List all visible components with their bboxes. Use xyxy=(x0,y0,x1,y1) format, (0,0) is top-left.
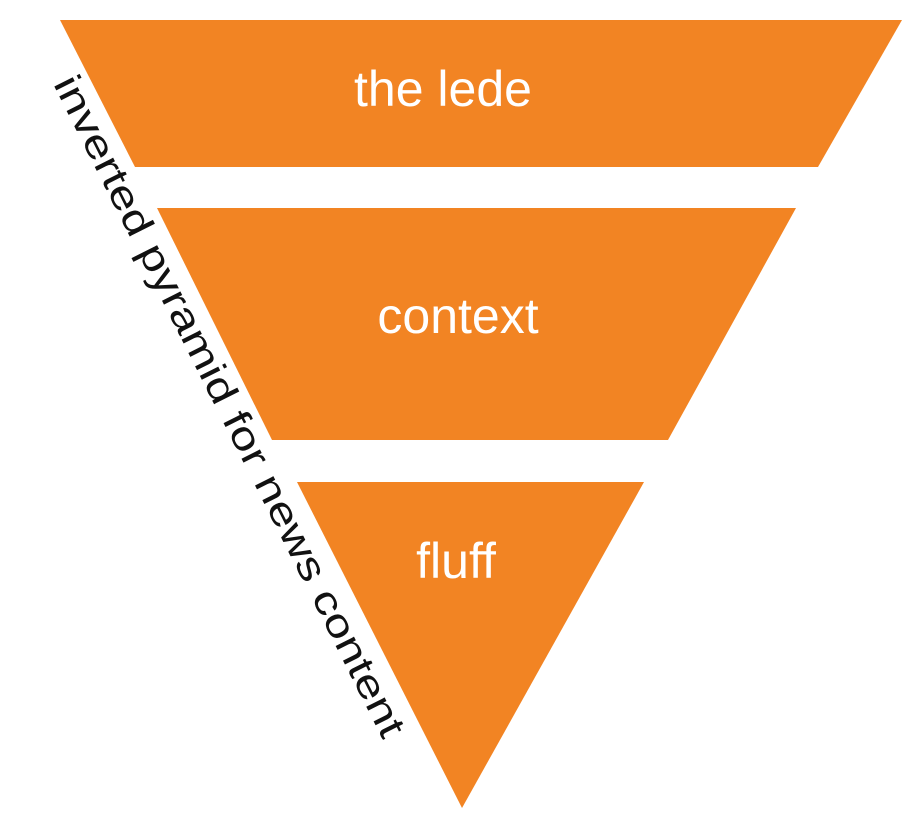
tier-context-shape xyxy=(157,208,796,440)
tier-fluff-shape xyxy=(297,482,644,808)
tier-fluff-label: fluff xyxy=(416,533,496,589)
tier-context-label: context xyxy=(377,288,538,344)
tier-lede-shape xyxy=(60,20,902,167)
tier-lede-label: the lede xyxy=(354,61,532,117)
